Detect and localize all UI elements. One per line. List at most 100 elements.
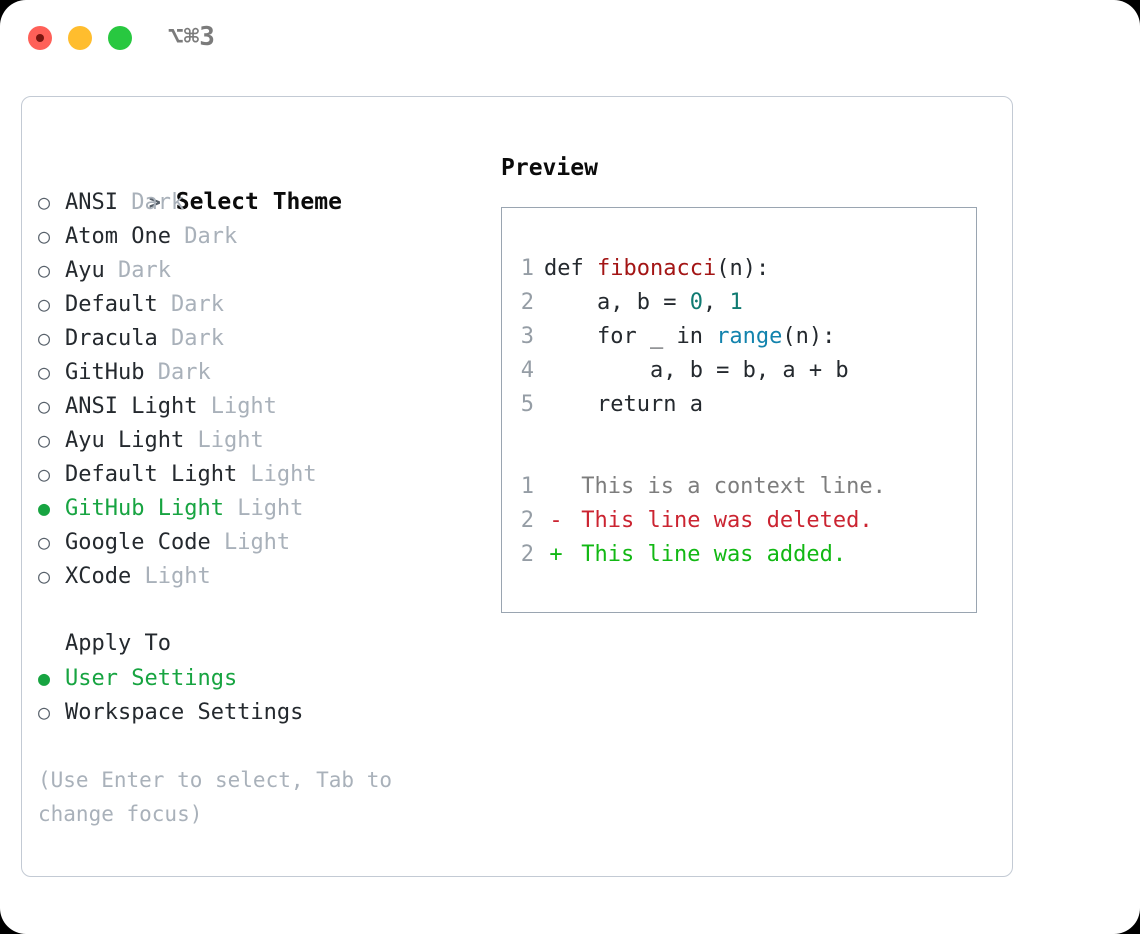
select-theme-header-label: Select Theme xyxy=(175,189,342,215)
theme-variant-badge: Dark xyxy=(144,360,211,385)
theme-option-dracula[interactable]: ○ Dracula Dark xyxy=(38,321,478,355)
diff-marker: - xyxy=(549,508,563,533)
maximize-button[interactable] xyxy=(108,26,132,50)
apply-to-option-workspace-settings[interactable]: ○ Workspace Settings xyxy=(38,695,478,729)
radio-unselected-icon: ○ xyxy=(38,326,63,350)
theme-option-atom-one[interactable]: ○ Atom One Dark xyxy=(38,219,478,253)
theme-option-google-code[interactable]: ○ Google Code Light xyxy=(38,525,478,559)
radio-unselected-icon: ○ xyxy=(38,258,63,282)
diff-content: + This line was added. xyxy=(544,542,846,567)
code-token-plain: a, b = xyxy=(544,290,690,315)
radio-selected-icon: ● xyxy=(38,666,63,690)
diff-marker: + xyxy=(549,542,563,567)
radio-unselected-icon: ○ xyxy=(38,292,63,316)
diff-text: This is a context line. xyxy=(568,474,886,499)
content-panel: > Select Theme ○ ANSI Dark○ Atom One Dar… xyxy=(21,96,1013,877)
radio-unselected-icon: ○ xyxy=(38,462,63,486)
line-number: 1 xyxy=(520,256,534,281)
theme-option-ansi-light[interactable]: ○ ANSI Light Light xyxy=(38,389,478,423)
radio-unselected-icon: ○ xyxy=(38,190,63,214)
theme-name: GitHub Light xyxy=(65,496,224,521)
prompt-caret-icon: > xyxy=(148,190,173,214)
radio-unselected-icon: ○ xyxy=(38,360,63,384)
radio-selected-icon: ● xyxy=(38,496,63,520)
theme-name: Default xyxy=(65,292,158,317)
diff-text: This line was deleted. xyxy=(568,508,873,533)
diff-line-deleted: 2- This line was deleted. xyxy=(502,504,976,538)
theme-option-ansi[interactable]: ○ ANSI Dark xyxy=(38,185,478,219)
apply-to-options: ● User Settings○ Workspace Settings xyxy=(38,661,478,729)
theme-name: ANSI xyxy=(65,190,118,215)
code-token-plain: return a xyxy=(544,392,703,417)
keyboard-shortcut-label: ⌥⌘3 xyxy=(168,22,215,52)
code-token-call: range xyxy=(716,324,783,349)
apply-to-label: Workspace Settings xyxy=(65,700,304,725)
theme-variant-badge: Light xyxy=(237,462,317,487)
theme-name: GitHub xyxy=(65,360,145,385)
code-token-fn: fibonacci xyxy=(596,256,717,281)
theme-variant-badge: Dark xyxy=(157,326,224,351)
apply-to-section: Apply To ● User Settings○ Workspace Sett… xyxy=(38,627,478,729)
line-number: 2 xyxy=(520,508,534,533)
theme-name: XCode xyxy=(65,564,132,589)
apply-to-title: Apply To xyxy=(65,631,171,656)
theme-variant-badge: Dark xyxy=(117,190,185,215)
theme-variant-badge: Dark xyxy=(157,292,224,317)
theme-option-default[interactable]: ○ Default Dark xyxy=(38,287,478,321)
code-line: 2 a, b = 0, 1 xyxy=(502,286,976,320)
radio-unselected-icon: ○ xyxy=(38,530,63,554)
code-token-plain: def xyxy=(544,256,597,281)
code-token-plain: (n): xyxy=(782,324,836,349)
apply-to-option-user-settings[interactable]: ● User Settings xyxy=(38,661,478,695)
code-line: 3 for _ in range(n): xyxy=(502,320,976,354)
theme-picker-column: > Select Theme ○ ANSI Dark○ Atom One Dar… xyxy=(38,151,478,831)
minimize-button[interactable] xyxy=(68,26,92,50)
diff-content: - This line was deleted. xyxy=(544,508,873,533)
theme-option-ayu[interactable]: ○ Ayu Dark xyxy=(38,253,478,287)
theme-name: Ayu xyxy=(65,258,105,283)
diff-marker xyxy=(544,470,568,504)
theme-name: Dracula xyxy=(65,326,158,351)
radio-unselected-icon: ○ xyxy=(38,224,63,248)
apply-to-label: User Settings xyxy=(65,666,238,691)
code-token-num: 0 xyxy=(689,290,703,315)
theme-variant-badge: Light xyxy=(131,564,211,589)
line-number: 4 xyxy=(520,358,534,383)
theme-variant-badge: Light xyxy=(184,428,264,453)
theme-variant-badge: Light xyxy=(210,530,291,555)
line-number: 1 xyxy=(520,474,534,499)
code-line: 4 a, b = b, a + b xyxy=(502,354,976,388)
code-token-plain: , xyxy=(702,290,730,315)
diff-text: This line was added. xyxy=(568,542,847,567)
title-bar: ⌥⌘3 xyxy=(0,0,1140,78)
diff-content: This is a context line. xyxy=(544,474,886,499)
code-token-num: 1 xyxy=(729,290,743,315)
theme-name: Ayu Light xyxy=(65,428,185,453)
theme-variant-badge: Dark xyxy=(170,224,238,249)
theme-option-ayu-light[interactable]: ○ Ayu Light Light xyxy=(38,423,478,457)
keyboard-hint-text: (Use Enter to select, Tab to change focu… xyxy=(38,768,405,826)
line-number: 2 xyxy=(520,542,534,567)
theme-name: Default Light xyxy=(65,462,238,487)
line-number: 2 xyxy=(520,290,534,315)
diff-line-added: 2 + This line was added. xyxy=(502,538,976,572)
radio-unselected-icon: ○ xyxy=(38,700,63,724)
radio-unselected-icon: ○ xyxy=(38,428,63,452)
line-number: 3 xyxy=(520,324,534,349)
code-token-plain: a, b = b, a + b xyxy=(544,358,849,383)
theme-name: Google Code xyxy=(65,530,211,555)
theme-variant-badge: Light xyxy=(223,496,304,521)
theme-option-xcode[interactable]: ○ XCode Light xyxy=(38,559,478,593)
theme-option-github[interactable]: ○ GitHub Dark xyxy=(38,355,478,389)
code-token-plain: for _ in xyxy=(544,324,717,349)
close-button[interactable] xyxy=(28,26,52,50)
code-line: 5 return a xyxy=(502,388,976,422)
theme-option-github-light[interactable]: ● GitHub Light Light xyxy=(38,491,478,525)
theme-name: ANSI Light xyxy=(65,394,198,419)
theme-option-default-light[interactable]: ○ Default Light Light xyxy=(38,457,478,491)
theme-variant-badge: Light xyxy=(197,394,277,419)
